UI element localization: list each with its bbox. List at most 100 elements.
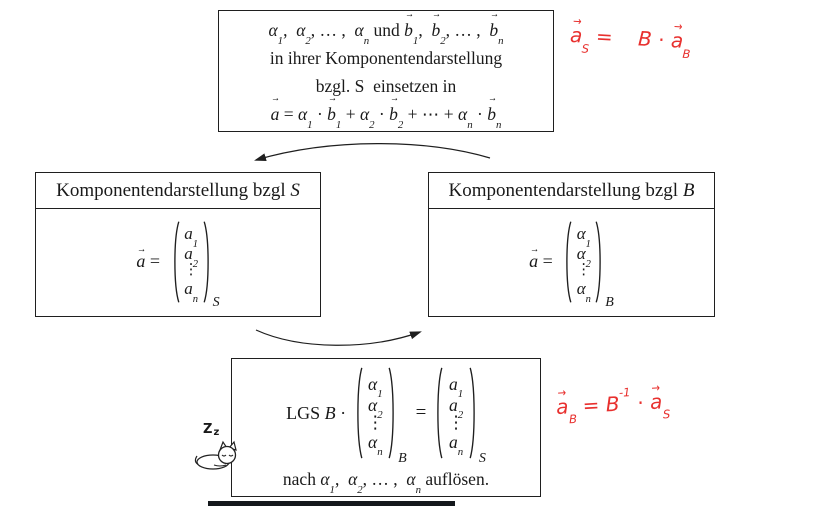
math-token: , … , <box>310 20 355 40</box>
math-token: und <box>369 20 405 40</box>
math-token: ⋮ <box>447 411 465 432</box>
vector-entry: ⋮ <box>576 263 591 279</box>
math-token: · <box>630 390 651 416</box>
math-token: α1 <box>368 373 383 401</box>
math-token: , <box>418 20 432 40</box>
vector-entry: ⋮ <box>367 413 385 432</box>
math-token: →b1 <box>327 92 342 131</box>
math-token: →b2 <box>389 92 404 131</box>
basis-subscript: B <box>605 295 614 311</box>
math-token: a2 <box>449 394 464 422</box>
math-token: · <box>472 104 488 124</box>
math-token: B-1 <box>605 385 631 417</box>
math-token: α2 <box>348 469 363 496</box>
math-token: S <box>212 294 220 310</box>
paren-right-icon <box>203 220 209 303</box>
math-token: = <box>589 23 620 50</box>
math-token: →aB <box>555 385 578 427</box>
math-token: α2 <box>359 104 375 131</box>
math-token: = <box>279 104 298 124</box>
paren-left-icon <box>566 220 572 303</box>
cat-icon <box>194 440 237 470</box>
handwritten-annotation-bottom: →aB = B-1 · →aS <box>555 380 670 427</box>
vector-a-lhs: →a = <box>529 243 557 272</box>
math-token: + ⋯ + <box>403 104 459 124</box>
vector-entry: an <box>184 279 199 305</box>
math-token: S <box>478 451 486 466</box>
math-token: LGS <box>286 402 325 423</box>
vector-entry: a1 <box>184 224 199 250</box>
math-token: , <box>283 20 297 40</box>
math-token: B <box>398 451 407 466</box>
math-token: α2 <box>368 394 383 422</box>
math-token: bzgl. S einsetzen in <box>315 76 457 96</box>
math-token: S <box>290 180 300 201</box>
math-token: , <box>334 469 349 489</box>
paren-right-icon <box>469 367 475 459</box>
math-token: →a <box>270 92 280 124</box>
vector-entry: a1 <box>447 374 465 400</box>
vector-entry: a2 <box>447 394 465 422</box>
math-token: nach <box>282 469 321 489</box>
math-token: →aB <box>670 18 691 62</box>
math-token: →bn <box>489 8 504 47</box>
math-token: a2 <box>184 244 198 270</box>
right-box-title: Komponentendarstellung bzgl B <box>429 173 714 209</box>
paren-left-icon <box>356 367 363 459</box>
math-token: α1 <box>297 104 313 131</box>
math-token: · <box>374 104 390 124</box>
math-token: B <box>682 180 695 201</box>
arrow-right-to-left-icon <box>254 143 491 162</box>
paren-left-icon <box>437 367 443 459</box>
math-token: · <box>651 27 672 53</box>
vector-entry: α1 <box>367 373 385 401</box>
math-token: →bn <box>487 92 502 131</box>
math-token: = <box>415 402 427 423</box>
math-token: = <box>145 251 165 271</box>
vector-entry: a2 <box>184 244 199 270</box>
math-token: · <box>335 402 351 423</box>
left-box-title: Komponentendarstellung bzgl S <box>36 173 320 209</box>
math-token: α2 <box>576 244 591 270</box>
vector-a-lhs: →a = <box>136 243 165 272</box>
lgs-prefix: LGS B · <box>286 403 351 424</box>
vector-entry: ⋮ <box>183 262 199 279</box>
sleeping-cat-cursor: Zz <box>192 420 244 472</box>
math-token: →a <box>136 243 147 271</box>
math-token: →b2 <box>431 8 446 47</box>
math-token: αn <box>458 104 473 131</box>
math-token: ⋮ <box>183 262 199 278</box>
math-token: αn <box>368 431 383 459</box>
math-token: in ihrer Komponentendarstellung <box>269 48 503 68</box>
math-token: · <box>312 104 328 124</box>
math-token: α1 <box>320 469 335 496</box>
vector-entry: α2 <box>367 394 385 422</box>
math-token: →aS <box>569 13 590 57</box>
math-token: auflösen. <box>421 469 490 489</box>
math-token: , … , <box>362 469 407 489</box>
math-token: an <box>449 431 464 459</box>
math-token: α1 <box>268 20 284 47</box>
paren-left-icon <box>173 220 180 303</box>
math-token: →a <box>529 243 539 271</box>
vector-entry: ⋮ <box>447 413 465 432</box>
math-token: B <box>637 26 653 52</box>
top-box-line-4: →a = α1 · →b1 + α2 · →b2 + ⋯ + αn · →bn <box>219 92 553 131</box>
math-token: Komponentendarstellung bzgl <box>56 180 291 201</box>
top-box-line-3: bzgl. S einsetzen in <box>219 72 553 100</box>
vector-entry: αn <box>576 279 591 305</box>
vector-entry: α2 <box>576 244 591 270</box>
equals-sign: = <box>416 402 427 424</box>
vector-entry: an <box>447 431 465 459</box>
